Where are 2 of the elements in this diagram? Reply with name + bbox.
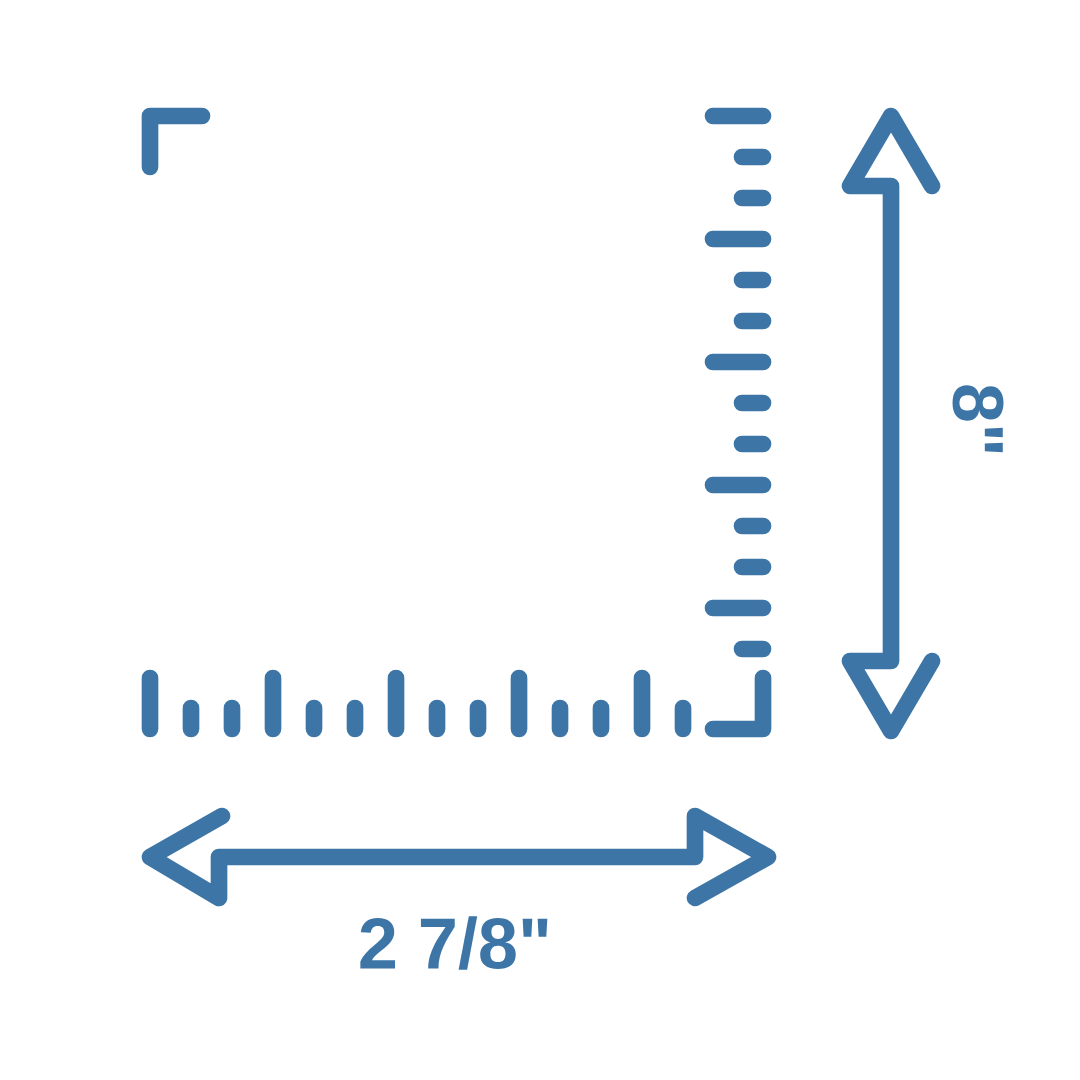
dimension-label: 2 7/8" (360, 916, 548, 970)
dimension-label: 8" (952, 385, 1004, 453)
